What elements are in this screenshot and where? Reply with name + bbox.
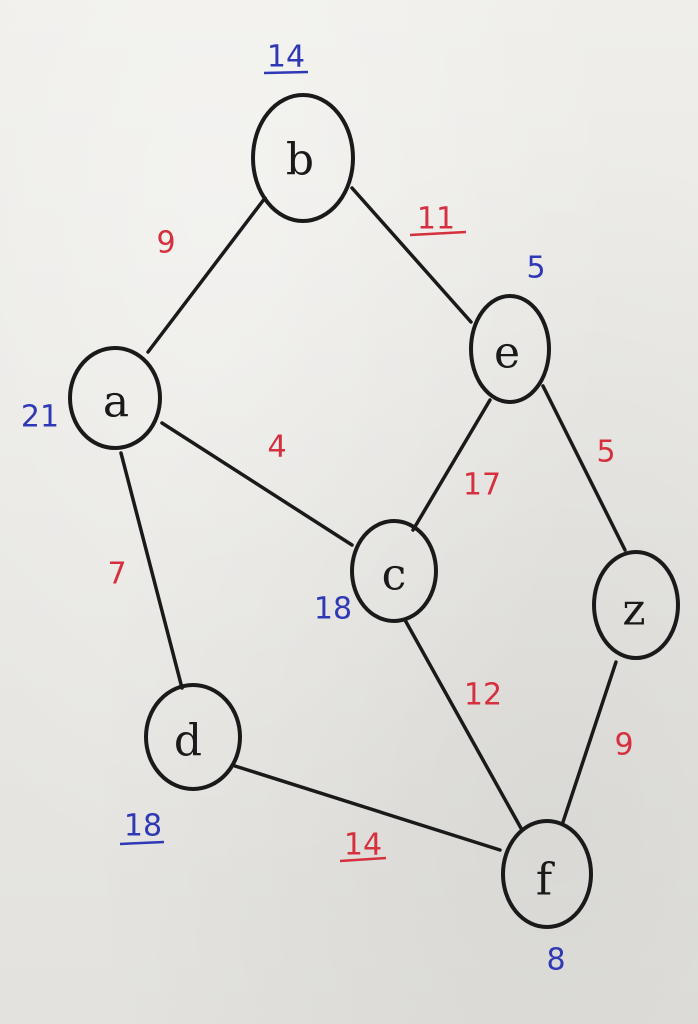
- weight-a-b: 9: [156, 226, 175, 261]
- weight-d-f-underline: [339, 856, 387, 863]
- heuristic-c: 18: [314, 592, 352, 627]
- weight-e-z: 5: [596, 435, 615, 470]
- weight-z-f: 9: [614, 728, 633, 763]
- heuristic-f: 8: [546, 943, 565, 978]
- node-f: f: [501, 819, 593, 929]
- node-e-label: e: [494, 328, 520, 379]
- node-f-label: f: [536, 855, 555, 906]
- edge-a-c: [160, 421, 354, 547]
- node-b-label: b: [286, 135, 314, 186]
- heuristic-e: 5: [526, 251, 545, 286]
- node-d: d: [144, 683, 242, 791]
- node-z-label: z: [622, 585, 645, 636]
- node-a: a: [68, 346, 162, 450]
- weight-b-e: 11: [417, 202, 455, 237]
- node-b: b: [251, 93, 355, 223]
- node-d-label: d: [174, 716, 202, 767]
- node-z: z: [592, 550, 680, 660]
- heuristic-b: 14: [267, 40, 305, 75]
- heuristic-d-underline: [119, 840, 165, 846]
- weight-a-d: 7: [107, 557, 126, 592]
- edge-b-e: [350, 186, 473, 324]
- edge-d-f: [233, 764, 502, 852]
- weight-a-c: 4: [267, 430, 286, 465]
- edge-c-f: [403, 618, 524, 832]
- edge-z-f: [561, 660, 618, 824]
- edge-e-z: [541, 384, 627, 552]
- weight-e-c: 17: [463, 468, 501, 503]
- edge-a-d: [119, 451, 184, 690]
- edge-e-c: [411, 398, 492, 532]
- edge-a-b: [146, 196, 267, 354]
- heuristic-b-underline: [263, 70, 309, 75]
- node-c-label: c: [382, 550, 407, 601]
- node-a-label: a: [103, 377, 129, 428]
- node-c: c: [350, 519, 438, 623]
- heuristic-a: 21: [21, 400, 59, 435]
- weight-c-f: 12: [464, 678, 502, 713]
- weight-d-f: 14: [344, 828, 382, 863]
- heuristic-d: 18: [124, 809, 162, 844]
- node-e: e: [469, 294, 551, 404]
- weight-b-e-underline: [409, 230, 467, 237]
